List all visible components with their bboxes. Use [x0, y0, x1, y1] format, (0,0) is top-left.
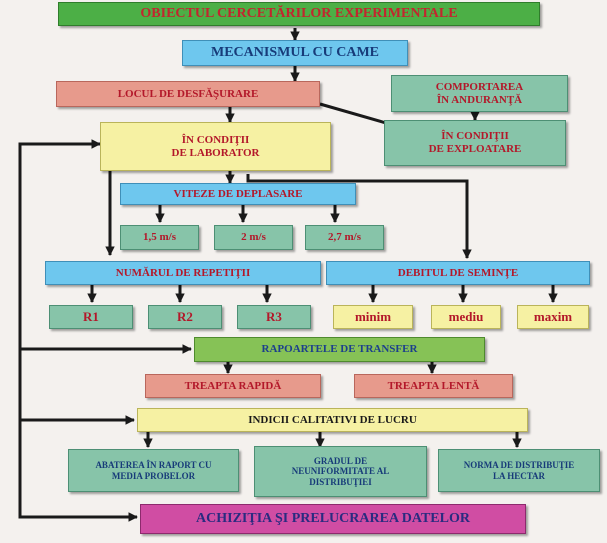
operation-line-2: DE EXPLOATARE — [428, 143, 522, 155]
mechanism-box: MECANISMUL CU CAME — [182, 40, 408, 66]
r3-box: R3 — [237, 305, 311, 329]
arrow-loop-to-final — [18, 420, 138, 522]
lab-line-1: ÎN CONDIŢII — [181, 133, 250, 146]
rapid-gear-box: TREAPTA RAPIDĂ — [145, 374, 321, 398]
title-box: OBIECTUL CERCETĂRILOR EXPERIMENTALE — [58, 2, 540, 26]
endurance-line-1: COMPORTAREA — [435, 80, 524, 93]
repetitions-label: NUMĂRUL DE REPETIŢII — [115, 266, 251, 279]
lab-line-2: DE LABORATOR — [171, 146, 260, 159]
arrow-loop-to-lab — [18, 139, 101, 351]
quality-item-3-line-2: LA HECTAR — [492, 470, 546, 481]
speed-2-box: 2 m/s — [214, 225, 293, 250]
seed-flow-box: DEBITUL DE SEMINŢE — [326, 261, 590, 285]
quality-item-2-line-2: NEUNIFORMITATE AL — [291, 466, 390, 477]
slow-gear-box: TREAPTA LENTĂ — [354, 374, 513, 398]
operation-conditions-box: ÎN CONDIŢII DE EXPLOATARE — [384, 120, 566, 166]
quality-item-2-line-3: DISTRIBUŢIEI — [309, 476, 372, 487]
r2-text: R2 — [177, 308, 193, 324]
location-text: LOCUL DE DESFĂŞURARE — [117, 87, 259, 100]
speed-1-5-box: 1,5 m/s — [120, 225, 199, 250]
final-text: ACHIZIŢIA ŞI PRELUCRAREA DATELOR — [196, 510, 470, 526]
speed-2-7-text: 2,7 m/s — [328, 231, 361, 244]
r1-box: R1 — [49, 305, 133, 329]
title-text: OBIECTUL CERCETĂRILOR EXPERIMENTALE — [140, 5, 458, 21]
quality-item-1-line-1: ABATEREA ÎN RAPORT CU — [95, 460, 212, 471]
minim-text: minim — [354, 308, 392, 324]
r2-box: R2 — [148, 305, 222, 329]
repetitions-box: NUMĂRUL DE REPETIŢII — [45, 261, 321, 285]
speed-1-5-text: 1,5 m/s — [143, 231, 176, 244]
quality-item-2-line-1: GRADUL DE — [313, 455, 368, 466]
speeds-label: VITEZE DE DEPLASARE — [173, 187, 303, 200]
seed-flow-label: DEBITUL DE SEMINŢE — [397, 266, 519, 279]
maxim-text: maxim — [533, 308, 573, 324]
mechanism-text: MECANISMUL CU CAME — [211, 44, 379, 60]
rapid-gear-text: TREAPTA RAPIDĂ — [184, 379, 282, 392]
quality-item-1-box: ABATEREA ÎN RAPORT CU MEDIA PROBELOR — [68, 449, 239, 492]
maxim-box: maxim — [517, 305, 589, 329]
speed-2-7-box: 2,7 m/s — [305, 225, 384, 250]
transfer-label: RAPOARTELE DE TRANSFER — [261, 343, 418, 356]
location-box: LOCUL DE DESFĂŞURARE — [56, 81, 320, 107]
r1-text: R1 — [83, 308, 99, 324]
mediu-text: mediu — [448, 308, 484, 324]
endurance-box: COMPORTAREA ÎN ANDURANŢĂ — [391, 75, 568, 112]
speed-2-text: 2 m/s — [241, 231, 266, 244]
quality-label: INDICII CALITATIVI DE LUCRU — [248, 413, 417, 426]
quality-item-1-line-2: MEDIA PROBELOR — [111, 470, 196, 481]
arrow-lab-to-seed-flow — [246, 174, 472, 259]
speeds-box: VITEZE DE DEPLASARE — [120, 183, 356, 205]
endurance-line-2: ÎN ANDURANŢĂ — [436, 93, 523, 106]
quality-item-3-line-1: NORMA DE DISTRIBUŢIE — [463, 460, 575, 471]
quality-box: INDICII CALITATIVI DE LUCRU — [137, 408, 528, 432]
transfer-box: RAPOARTELE DE TRANSFER — [194, 337, 485, 362]
operation-line-1: ÎN CONDIŢII — [441, 130, 509, 143]
final-box: ACHIZIŢIA ŞI PRELUCRAREA DATELOR — [140, 504, 526, 534]
mediu-box: mediu — [431, 305, 501, 329]
quality-item-2-box: GRADUL DE NEUNIFORMITATE AL DISTRIBUŢIEI — [254, 446, 427, 497]
arrow-loop-to-quality — [18, 351, 135, 425]
lab-conditions-box: ÎN CONDIŢII DE LABORATOR — [100, 122, 331, 171]
r3-text: R3 — [266, 308, 282, 324]
quality-item-3-box: NORMA DE DISTRIBUŢIE LA HECTAR — [438, 449, 600, 492]
slow-gear-text: TREAPTA LENTĂ — [387, 379, 480, 392]
minim-box: minim — [333, 305, 413, 329]
